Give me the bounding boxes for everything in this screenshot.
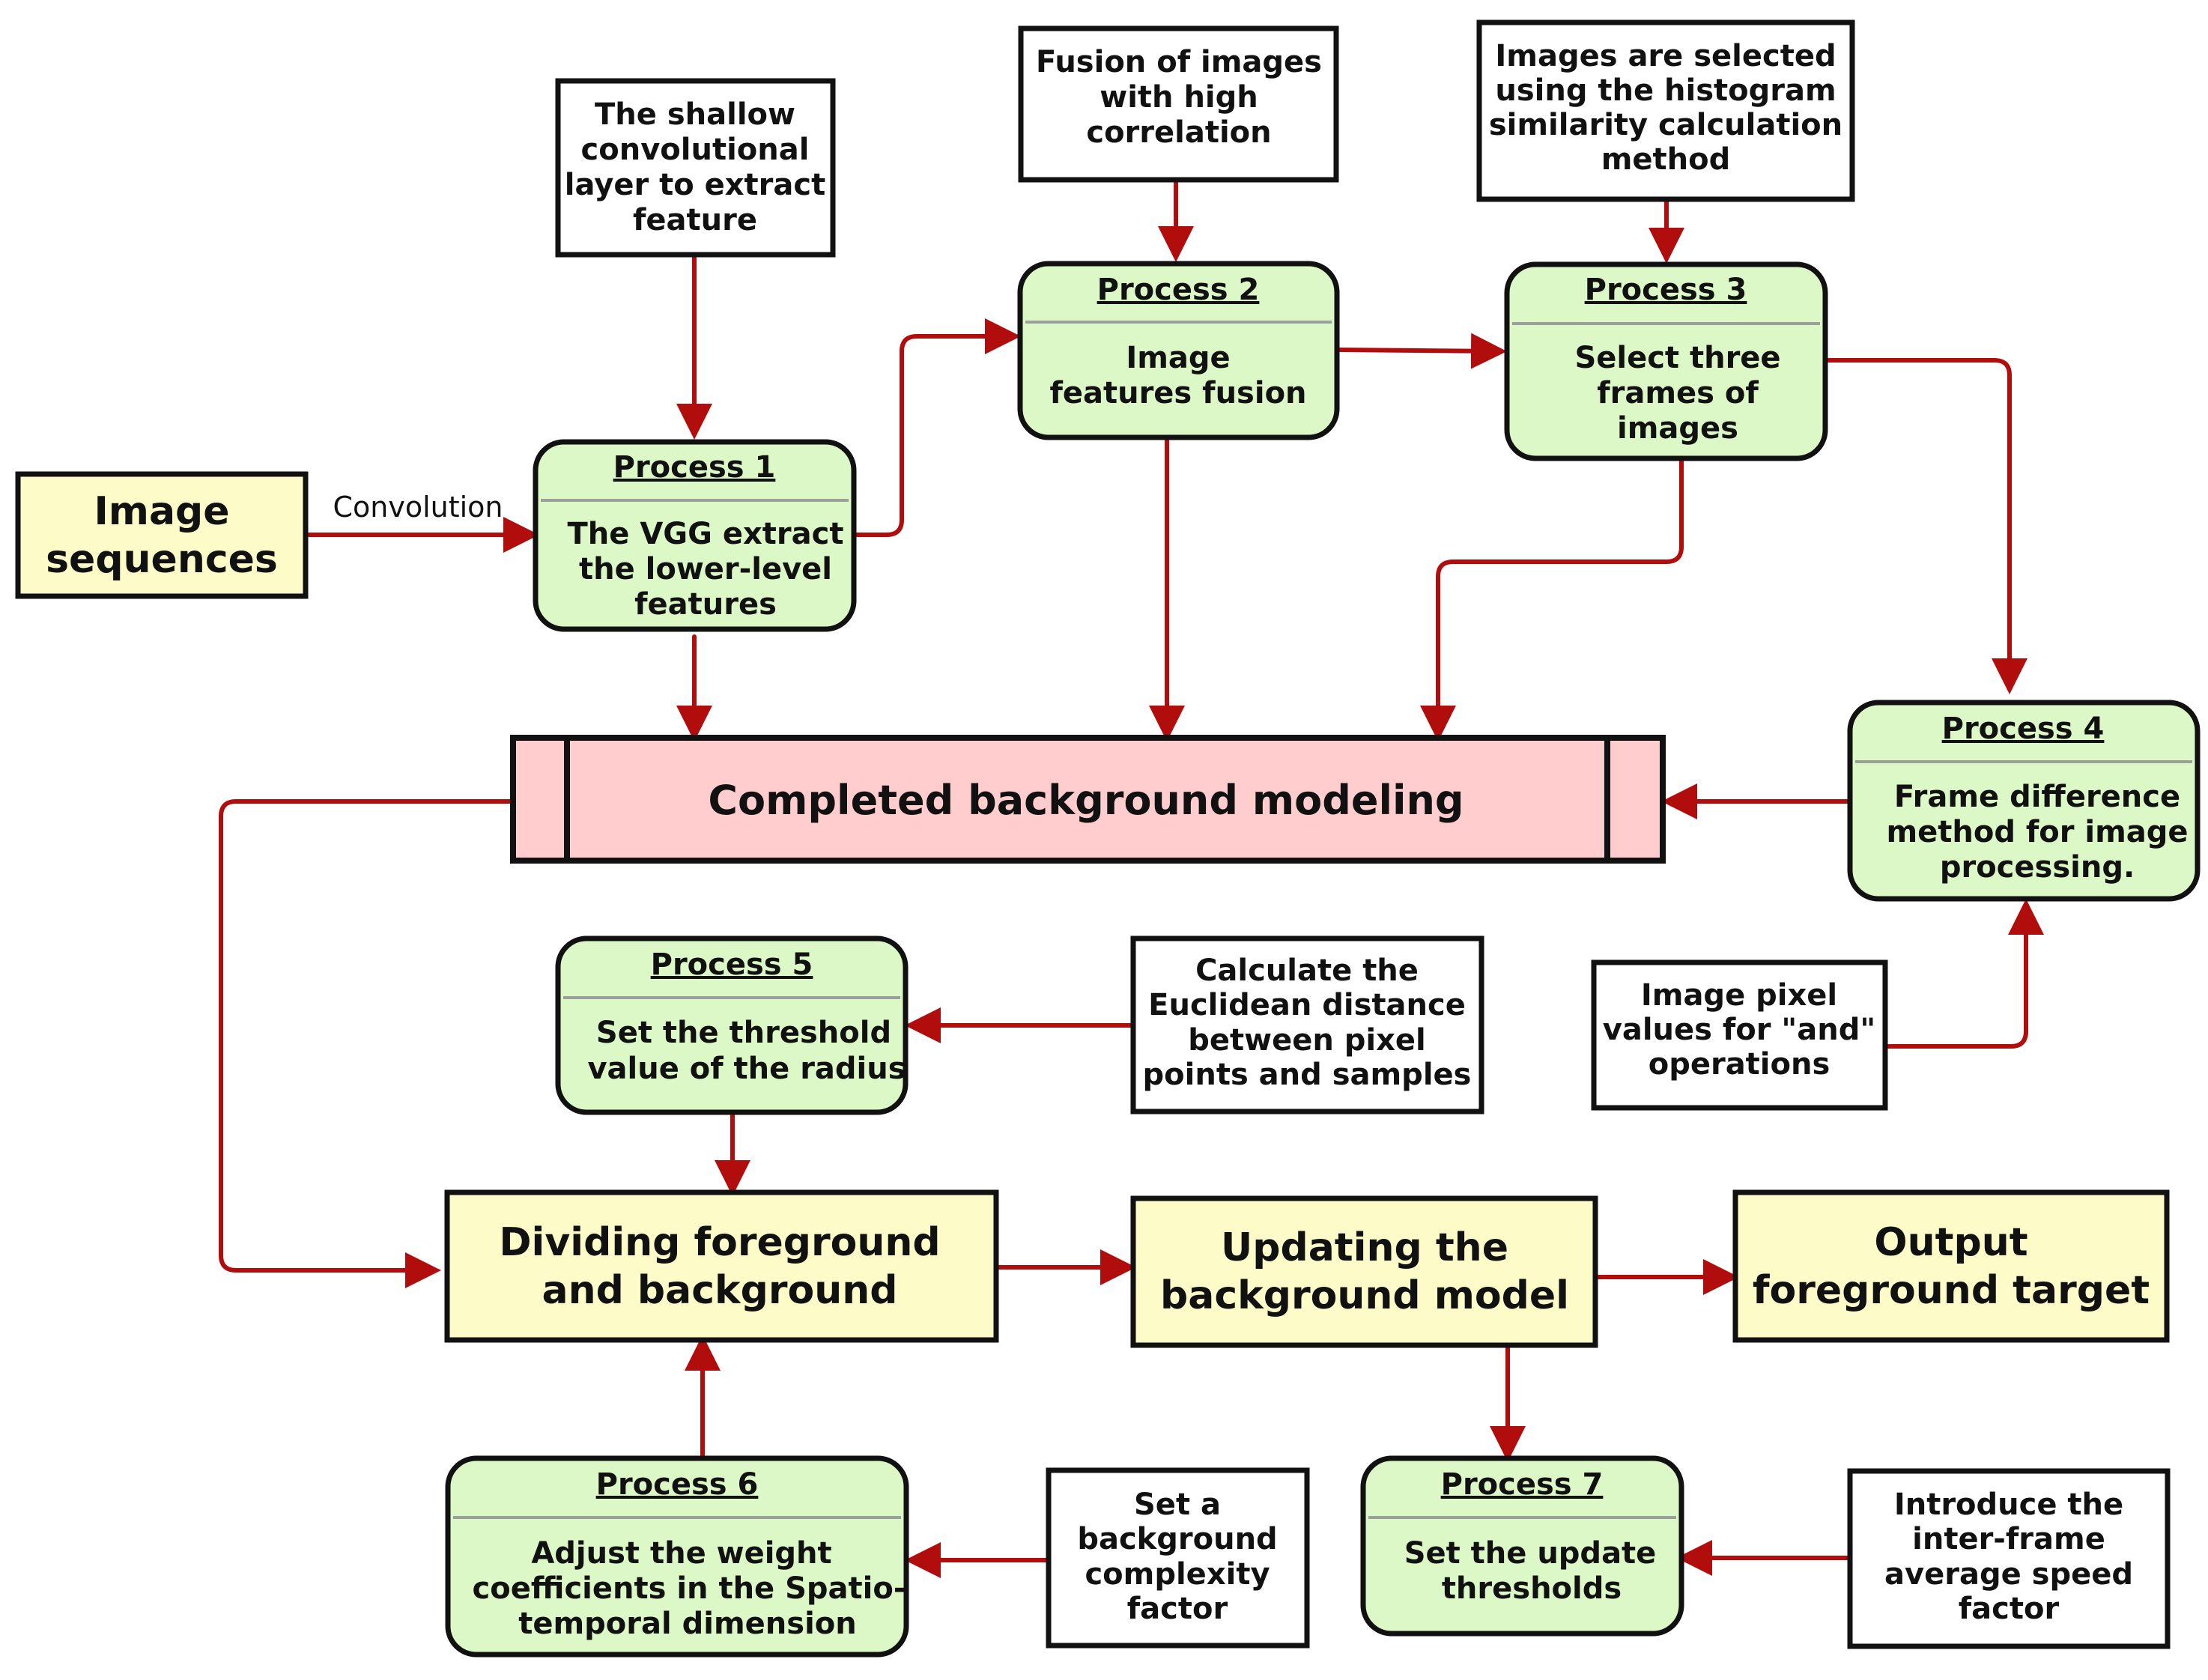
arrow-background-to-dividing: [219, 799, 512, 1288]
connector-arrows: [219, 178, 2044, 1578]
dividing-line1: Dividing foreground: [499, 1220, 940, 1265]
note-pixel-line2: values for "and": [1603, 1013, 1875, 1047]
process-4-title: Process 4: [1942, 712, 2105, 746]
image-sequences-line1: Image: [94, 489, 229, 534]
note-euclidean: Calculate the Euclidean distance between…: [1130, 935, 1484, 1115]
note-histogram-line3: similarity calculation: [1489, 108, 1842, 142]
process-5-box: Process 5 Set the threshold value of the…: [555, 935, 909, 1115]
note-pixel-line1: Image pixel: [1641, 978, 1837, 1013]
dividing-foreground-box: Dividing foreground and background: [444, 1189, 999, 1343]
note-fusion-line1: Fusion of images: [1036, 45, 1322, 79]
process-4-line2: method for image: [1886, 815, 2188, 849]
output-line2: foreground target: [1753, 1268, 2150, 1313]
note-euclidean-line2: Euclidean distance: [1148, 988, 1466, 1022]
process-5-title: Process 5: [651, 947, 813, 982]
completed-background-modeling-label: Completed background modeling: [708, 777, 1464, 824]
arrow-process3-to-process4: [1823, 358, 2027, 694]
note-euclidean-line1: Calculate the: [1195, 953, 1419, 988]
note-histogram-line2: using the histogram: [1495, 73, 1836, 108]
process-7-line2: thresholds: [1442, 1571, 1622, 1606]
process-7-box: Process 7 Set the update thresholds: [1360, 1455, 1684, 1637]
note-histogram-line1: Images are selected: [1495, 39, 1836, 73]
process-3-line1: Select three: [1574, 341, 1780, 375]
note-complexity-line4: factor: [1127, 1592, 1228, 1626]
process-2-title: Process 2: [1097, 273, 1260, 307]
process-1-line1: The VGG extract: [568, 517, 844, 551]
dividing-line2: and background: [542, 1268, 897, 1313]
note-histogram: Images are selected using the histogram …: [1476, 19, 1855, 202]
process-1-line3: features: [634, 587, 777, 622]
process-6-line3: temporal dimension: [518, 1607, 857, 1641]
process-4-line3: processing.: [1940, 850, 2135, 885]
note-euclidean-line3: between pixel: [1188, 1023, 1425, 1058]
output-foreground-box: Output foreground target: [1732, 1189, 2170, 1343]
process-1-box: Process 1 The VGG extract the lower-leve…: [533, 439, 857, 632]
process-1-title: Process 1: [613, 450, 776, 485]
process-6-box: Process 6 Adjust the weight coefficients…: [445, 1455, 909, 1658]
updating-line1: Updating the: [1221, 1225, 1508, 1270]
note-complexity-line3: complexity: [1085, 1557, 1270, 1592]
note-speed-line2: inter-frame: [1912, 1522, 2105, 1556]
process-2-line2: features fusion: [1049, 376, 1306, 410]
process-4-box: Process 4 Frame difference method for im…: [1847, 700, 2201, 902]
note-complexity: Set a background complexity factor: [1046, 1467, 1310, 1649]
process-6-title: Process 6: [596, 1467, 759, 1502]
note-shallow-line4: feature: [633, 203, 757, 237]
note-shallow-conv: The shallow convolutional layer to extra…: [555, 78, 836, 258]
note-speed-line4: factor: [1959, 1592, 2060, 1626]
note-fusion: Fusion of images with high correlation: [1018, 25, 1339, 183]
process-3-line2: frames of: [1597, 376, 1759, 410]
process-4-line1: Frame difference: [1894, 780, 2180, 814]
process-5-line2: value of the radius: [587, 1052, 906, 1086]
note-shallow-line2: convolutional: [581, 133, 810, 167]
process-7-title: Process 7: [1441, 1467, 1604, 1502]
note-shallow-line1: The shallow: [595, 97, 795, 132]
note-pixel-and: Image pixel values for "and" operations: [1591, 959, 1888, 1111]
process-5-line1: Set the threshold: [596, 1016, 891, 1050]
completed-background-modeling-box: Completed background modeling: [510, 735, 1666, 864]
process-2-box: Process 2 Image features fusion: [1017, 261, 1340, 440]
note-shallow-line3: layer to extract: [565, 168, 825, 202]
note-fusion-line3: correlation: [1086, 115, 1271, 150]
process-6-line1: Adjust the weight: [531, 1536, 831, 1571]
note-euclidean-line4: points and samples: [1143, 1058, 1472, 1092]
arrow-process3-to-background: [1420, 456, 1684, 742]
arrow-process2-to-process3: [1335, 333, 1507, 369]
process-3-title: Process 3: [1585, 273, 1747, 307]
convolution-label: Convolution: [333, 491, 503, 524]
process-1-line2: the lower-level: [579, 552, 832, 586]
process-6-line2: coefficients in the Spatio-: [473, 1571, 906, 1606]
output-line1: Output: [1874, 1220, 2027, 1265]
updating-background-box: Updating the background model: [1130, 1195, 1598, 1348]
note-complexity-line1: Set a: [1134, 1488, 1221, 1522]
image-sequences-box: Image sequences: [15, 471, 309, 599]
process-7-line1: Set the update: [1404, 1536, 1657, 1571]
note-speed: Introduce the inter-frame average speed …: [1847, 1468, 2171, 1649]
updating-line2: background model: [1160, 1273, 1569, 1318]
arrow-process1-to-process2: [852, 318, 1021, 537]
process-3-box: Process 3 Select three frames of images: [1504, 261, 1828, 461]
process-2-line1: Image: [1126, 341, 1230, 375]
note-complexity-line2: background: [1077, 1522, 1277, 1556]
process-3-line3: images: [1617, 411, 1738, 446]
note-speed-line3: average speed: [1884, 1557, 2133, 1592]
note-pixel-line3: operations: [1649, 1047, 1831, 1082]
note-fusion-line2: with high: [1100, 80, 1258, 115]
note-speed-line1: Introduce the: [1894, 1488, 2123, 1522]
note-histogram-line4: method: [1601, 142, 1731, 177]
image-sequences-line2: sequences: [46, 537, 278, 582]
arrow-pixel-note-to-process4: [1883, 899, 2044, 1049]
